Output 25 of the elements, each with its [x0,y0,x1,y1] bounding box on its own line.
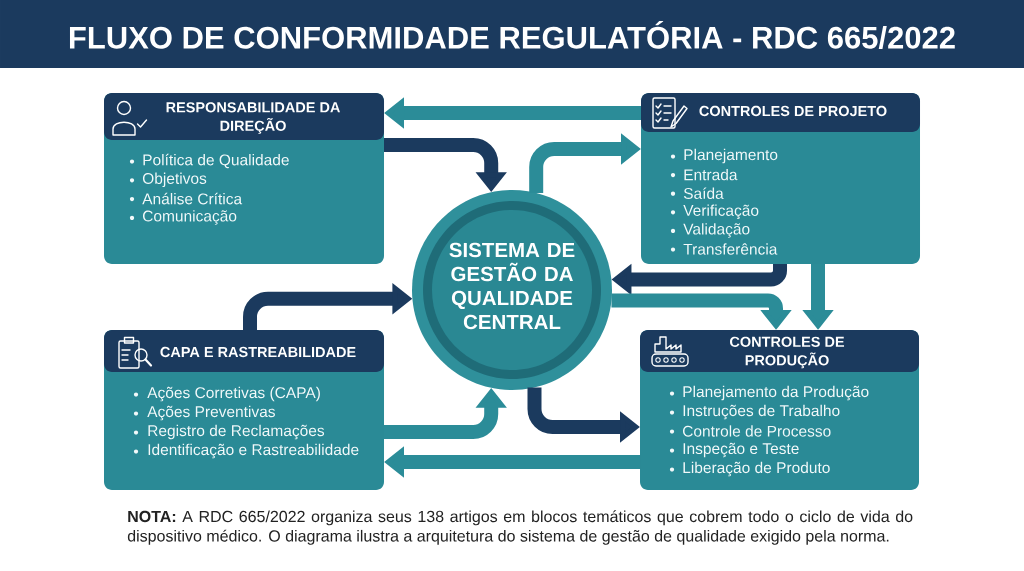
header-bar: CONTROLES DE PRODUÇÃO [640,330,919,372]
list-item: Saída [683,187,724,199]
list-item: Planejamento da Produção [683,385,869,401]
list-item: Controle de Processo [683,425,831,437]
list-item: Liberação de Produto [683,461,830,477]
list-item: Política de Qualidade [143,153,289,169]
title-bar: FLUXO DE CONFORMIDADE REGULATÓRIA - RDC 665/2022 [0,0,1024,68]
list-item: Registro de Reclamações [148,424,325,440]
note-text: NOTA: A RDC 665/2022 organiza seus 138 artigos em blocos temáticos que cobrem todo o ciclo de vida do dispositivo médico. O diagrama ilustra a arquitetura do sistema de gestão de qualidade exigido pela norma. [127,510,913,545]
list-item: Entrada [684,168,738,181]
list-item: Objetivos [142,172,207,188]
list-item: Ações Corretivas (CAPA) [147,386,320,402]
header-bar: CONTROLES DE PROJETO [641,93,920,132]
list-item: Verificação [683,204,759,220]
header-bar: CAPA E RASTREABILIDADE [104,330,384,372]
header-bar: RESPONSABILIDADE DA DIREÇÃO [104,93,384,140]
list-item: Análise Crítica [142,192,243,205]
list-item: Validação [683,223,750,238]
list-item: Ações Preventivas [147,405,275,421]
list-item: Comunicação [143,210,237,225]
list-item: Identificação e Rastreabilidade [148,443,359,459]
list-item: Inspeção e Teste [683,442,799,458]
list-item: Planejamento [684,148,778,164]
list-item: Instruções de Trabalho [683,404,840,420]
list-item: Transferência [683,243,778,255]
